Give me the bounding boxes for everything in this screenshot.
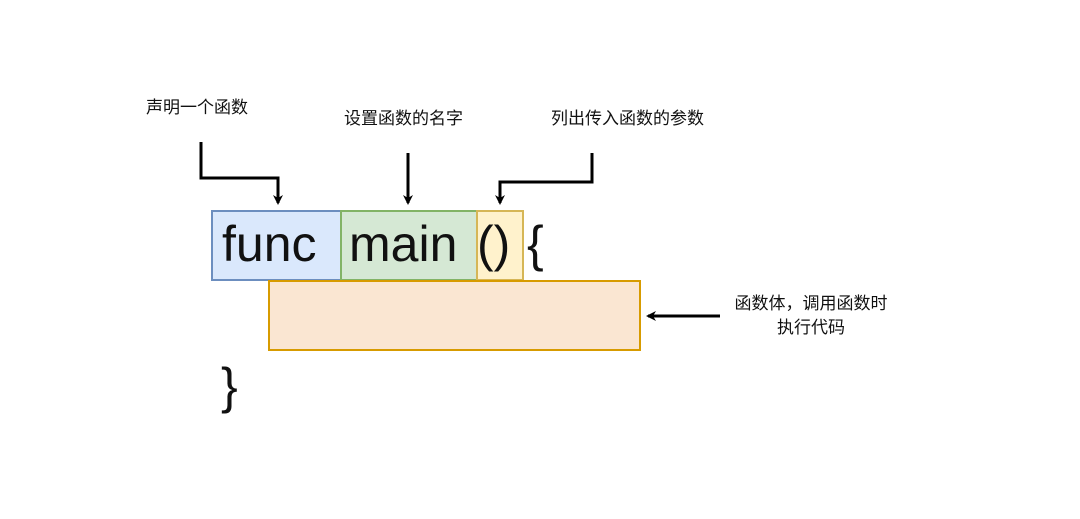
open-brace: { [527,216,544,272]
close-brace: } [221,358,238,414]
function-body-label-line2: 执行代码 [777,318,845,338]
function-body-label: 函数体，调用函数时 执行代码 [726,292,896,340]
parameter-parens: () [477,216,511,272]
function-body-box [268,280,641,351]
declare-function-label: 声明一个函数 [146,98,248,118]
declare-arrow [199,142,283,205]
parameters-label: 列出传入函数的参数 [551,109,704,129]
parameters-box [476,210,524,281]
func-keyword: func [222,216,317,272]
main-function-name: main [349,216,458,272]
function-name-label: 设置函数的名字 [344,109,463,129]
params-arrow [495,153,594,205]
function-body-label-line1: 函数体，调用函数时 [734,294,888,314]
keyword-box [211,210,342,281]
